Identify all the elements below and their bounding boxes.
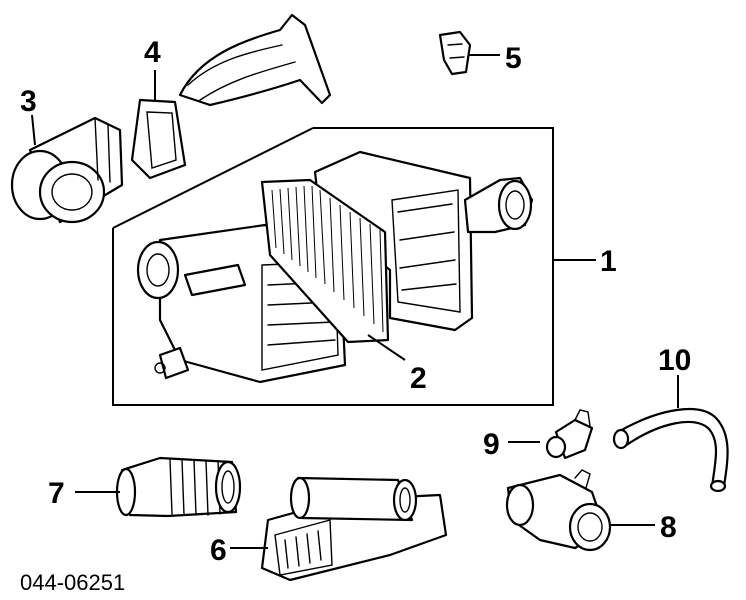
callout-7: 7 bbox=[48, 477, 65, 510]
part-8-elbow-intake bbox=[505, 469, 612, 552]
callout-9: 9 bbox=[483, 428, 500, 461]
assembly-bracket-frame bbox=[112, 127, 554, 406]
diagram-code: 044-06251 bbox=[20, 570, 125, 595]
part-5-clip bbox=[438, 30, 472, 76]
callout-2: 2 bbox=[410, 362, 427, 395]
part-6-resonator bbox=[260, 476, 448, 582]
part-2-filter-element bbox=[260, 178, 390, 344]
callout-10: 10 bbox=[658, 344, 691, 377]
assembly-frame-diagonal bbox=[112, 127, 314, 229]
part-3-air-flow-meter bbox=[10, 116, 124, 224]
callout-5: 5 bbox=[505, 42, 522, 75]
callout-3: 3 bbox=[20, 85, 37, 118]
part-10-hose bbox=[612, 407, 729, 493]
callout-8: 8 bbox=[660, 511, 677, 544]
callout-6: 6 bbox=[210, 534, 227, 567]
part-9-sensor bbox=[545, 409, 594, 460]
callout-4: 4 bbox=[144, 36, 161, 69]
part-4-intake-duct bbox=[130, 13, 332, 180]
part-7-corrugated-hose bbox=[115, 456, 242, 518]
callout-1: 1 bbox=[600, 245, 617, 278]
leader-lines bbox=[31, 54, 679, 549]
